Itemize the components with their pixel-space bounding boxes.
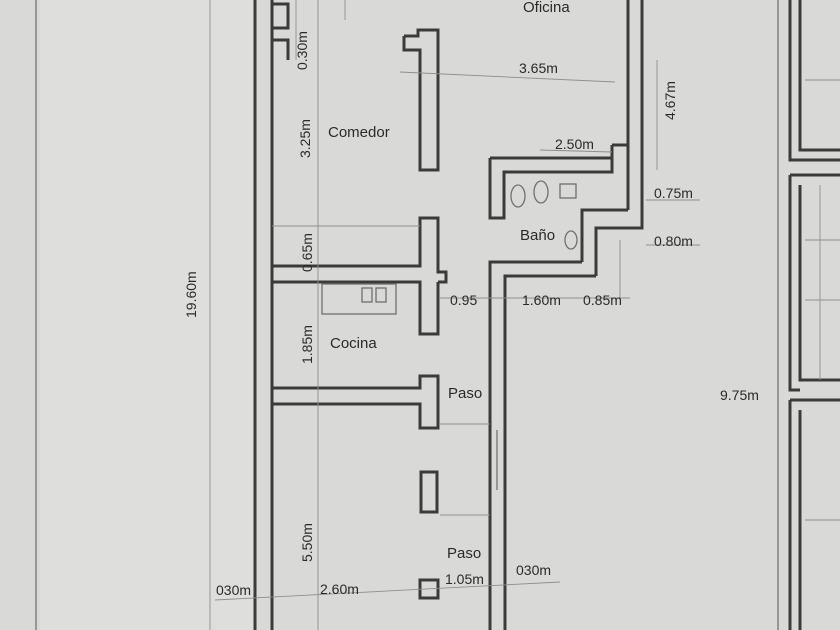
- paper-light-band: [40, 0, 255, 630]
- dim-label-4-67: 4.67m: [662, 81, 678, 120]
- room-label-oficina: Oficina: [523, 0, 570, 16]
- dim-label-0-30-top: 0.30m: [294, 31, 310, 70]
- dim-label-0-65: 0.65m: [299, 233, 315, 272]
- dim-label-030-right: 030m: [516, 562, 551, 578]
- dim-label-2-50: 2.50m: [555, 136, 594, 152]
- dim-label-030-left: 030m: [216, 582, 251, 598]
- dim-label-3-65: 3.65m: [519, 60, 558, 76]
- room-label-bano: Baño: [520, 227, 555, 244]
- kitchen-counter: [321, 283, 397, 315]
- room-label-paso-lower: Paso: [447, 545, 481, 562]
- exterior-wall-left: [253, 0, 274, 630]
- dim-label-1-05: 1.05m: [445, 571, 484, 587]
- dim-label-0-85: 0.85m: [583, 292, 622, 308]
- dim-label-19-60: 19.60m: [183, 271, 199, 318]
- bathroom-fixtures: [510, 180, 578, 250]
- dim-label-9-75: 9.75m: [720, 387, 759, 403]
- dim-label-0-75: 0.75m: [654, 185, 693, 201]
- room-label-comedor: Comedor: [328, 124, 390, 141]
- dim-label-0-95: 0.95: [450, 292, 477, 308]
- dimension-lines: [214, 0, 700, 630]
- dim-label-0-80: 0.80m: [654, 233, 693, 249]
- room-label-cocina: Cocina: [330, 335, 377, 352]
- dim-label-3-25: 3.25m: [297, 119, 313, 158]
- adjacent-building-walls: [788, 0, 840, 630]
- room-label-paso-upper: Paso: [448, 385, 482, 402]
- dim-label-2-60: 2.60m: [320, 581, 359, 597]
- interior-walls: [272, 0, 644, 630]
- dim-label-1-85: 1.85m: [299, 325, 315, 364]
- dim-label-1-60: 1.60m: [522, 292, 561, 308]
- dim-label-5-50: 5.50m: [299, 523, 315, 562]
